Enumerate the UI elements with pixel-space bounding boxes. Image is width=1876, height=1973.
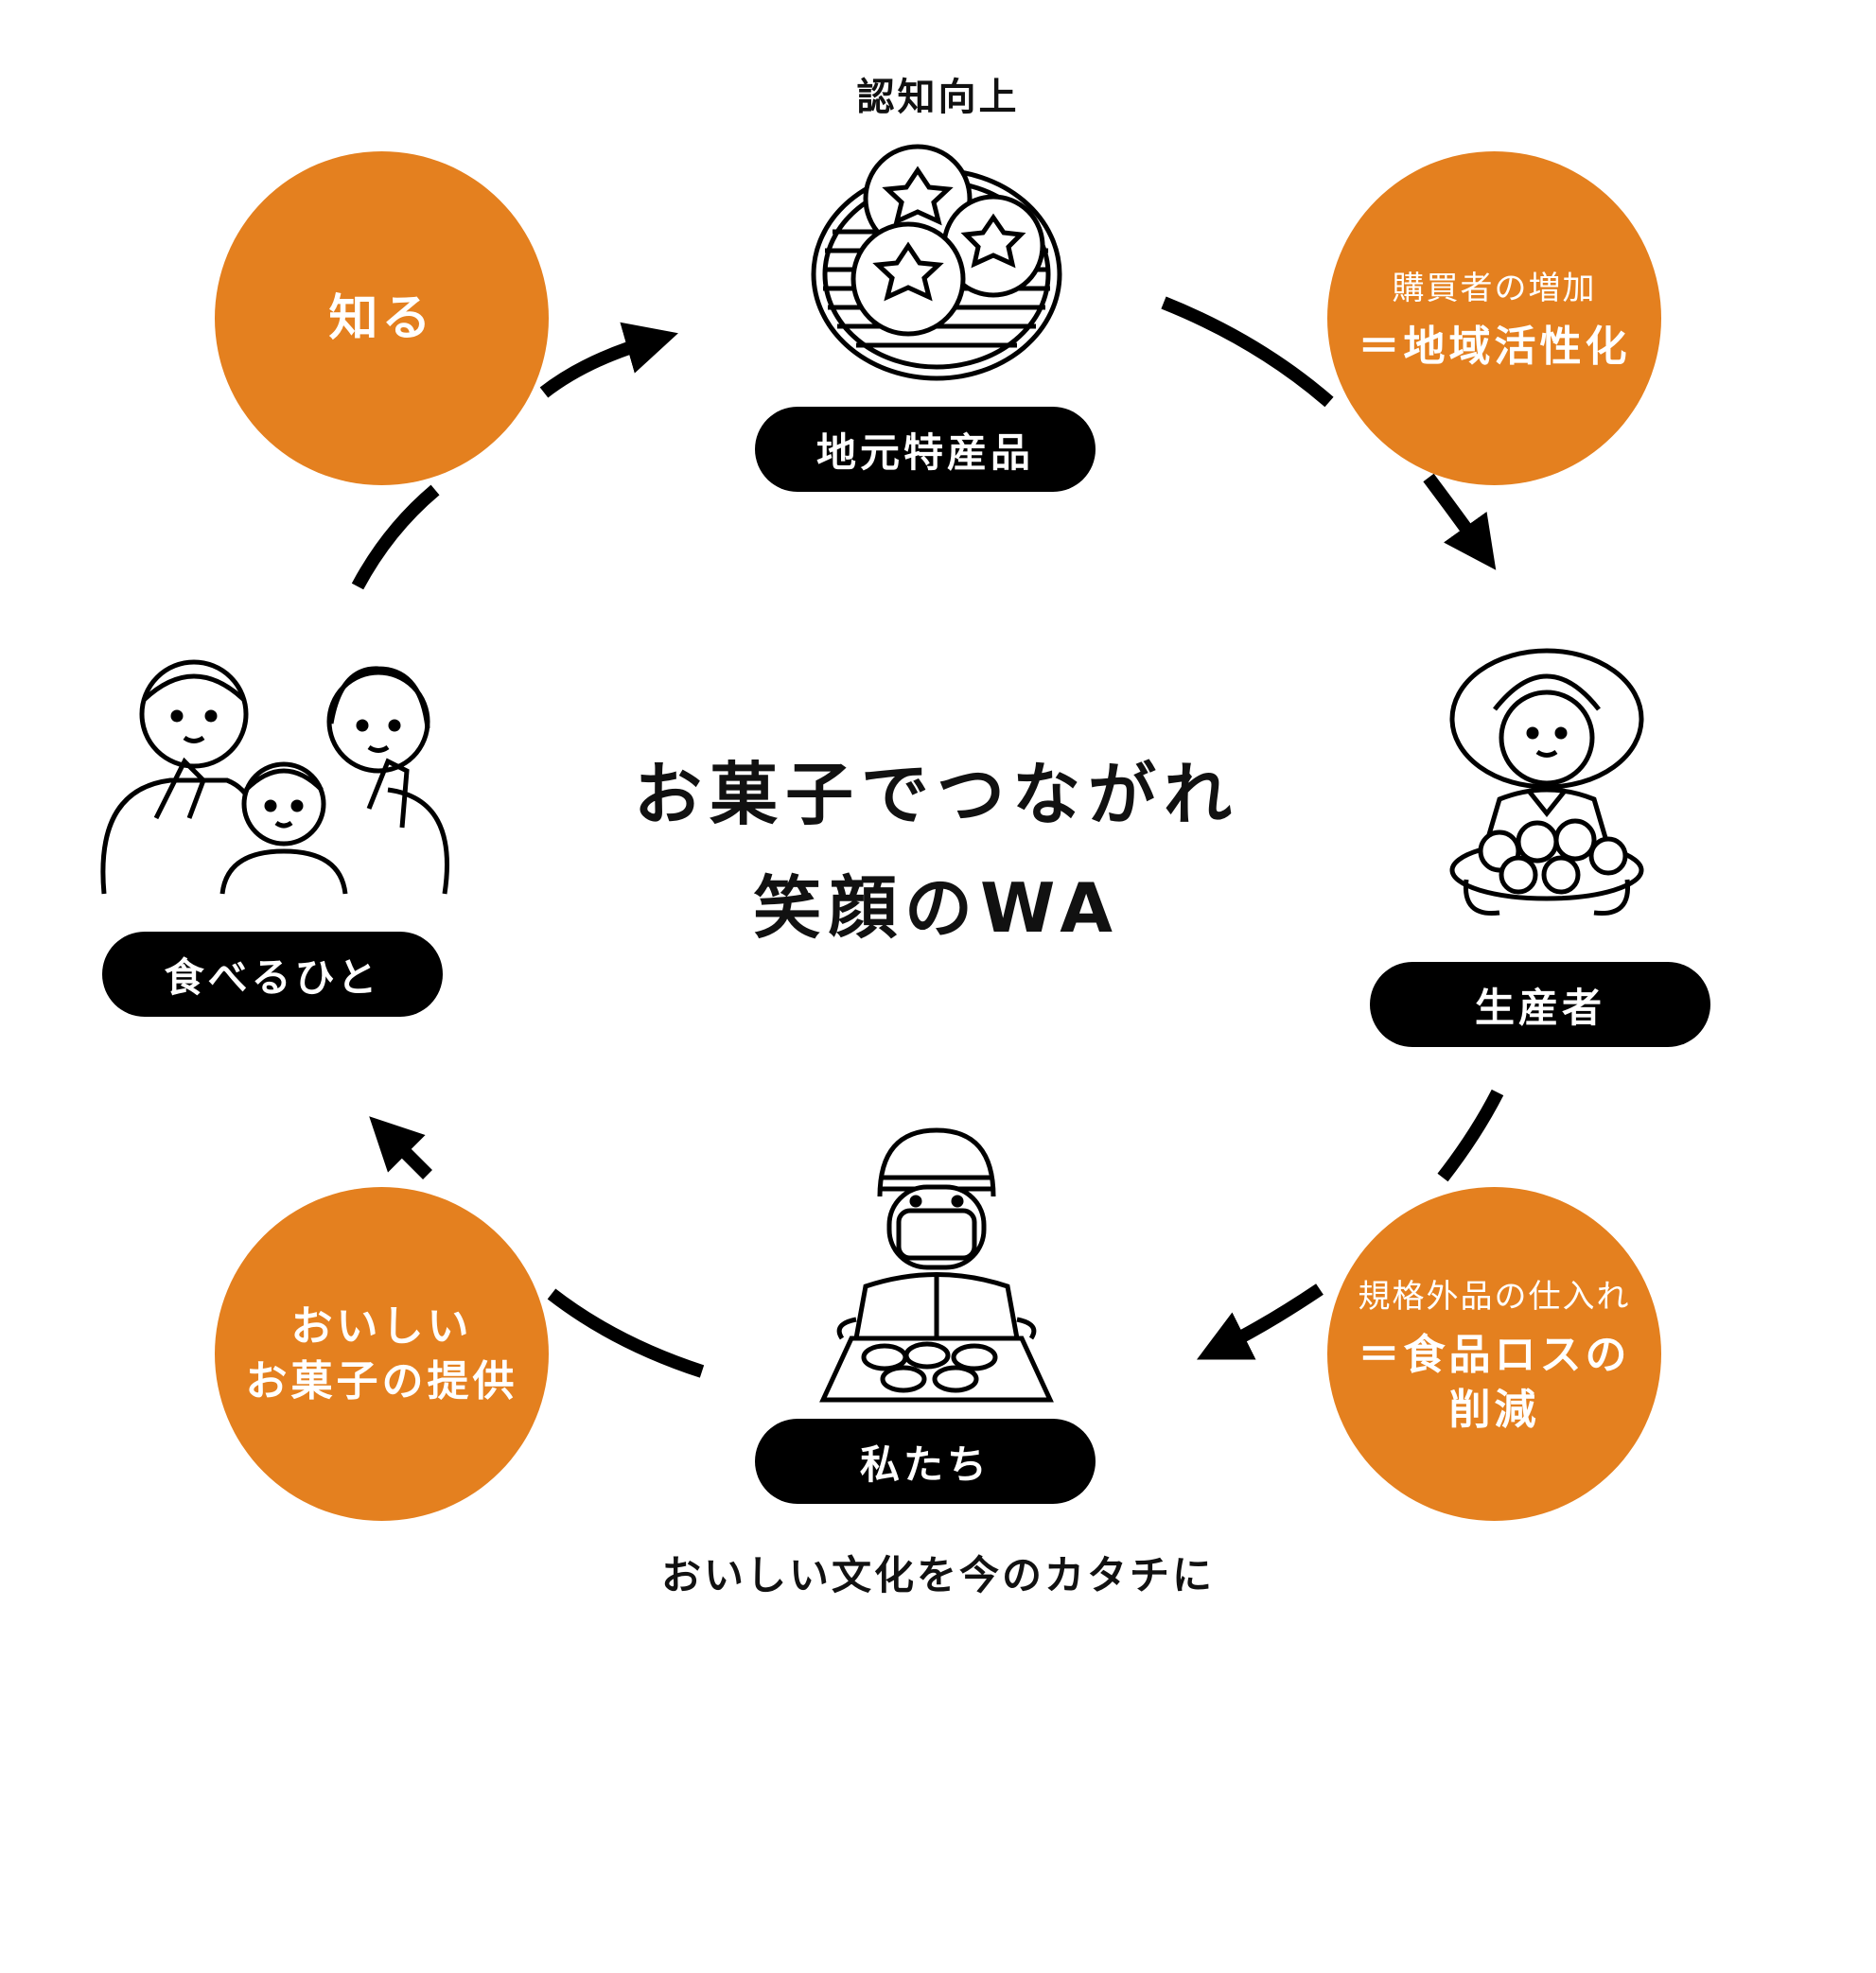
arrow-left-to-know bbox=[351, 484, 440, 590]
confectioner-icon bbox=[819, 1127, 1054, 1403]
node-left-label: 食べるひと bbox=[102, 932, 443, 1017]
arrow-know-to-top bbox=[539, 322, 678, 398]
loss-circle: 規格外品の仕入れ ＝食品ロスの 削減 bbox=[1327, 1187, 1661, 1521]
loss-circle-small: 規格外品の仕入れ bbox=[1358, 1278, 1631, 1316]
arrow-sweets-to-left bbox=[369, 1116, 432, 1179]
arrow-bottom-to-sweets bbox=[547, 1288, 705, 1378]
node-top-label: 地元特産品 bbox=[755, 407, 1096, 492]
persimmon-basket-icon bbox=[811, 144, 1062, 381]
arrow-loss-to-bottom bbox=[1196, 1283, 1324, 1360]
arrow-top-to-buyers bbox=[1161, 296, 1334, 408]
center-title-line1: お菓子でつながれ bbox=[633, 755, 1239, 834]
center-title: お菓子でつながれ 笑顔のWA bbox=[568, 738, 1306, 965]
arrow-buyers-to-right bbox=[1423, 473, 1497, 570]
buyers-circle-big: ＝地域活性化 bbox=[1358, 323, 1631, 371]
arrow-right-to-loss bbox=[1437, 1089, 1504, 1182]
farmer-icon bbox=[1449, 648, 1644, 917]
loss-circle-big-2: 削減 bbox=[1448, 1386, 1540, 1434]
sweets-circle-line2: お菓子の提供 bbox=[245, 1356, 518, 1406]
top-caption: 認知向上 bbox=[856, 76, 1020, 119]
family-icon bbox=[100, 659, 449, 895]
sweets-circle-line1: おいしい bbox=[290, 1301, 473, 1351]
node-bottom-label: 私たち bbox=[755, 1419, 1096, 1504]
node-right-label: 生産者 bbox=[1370, 962, 1710, 1047]
loss-circle-big-1: ＝食品ロスの bbox=[1358, 1331, 1631, 1379]
center-title-line2: 笑顔のWA bbox=[753, 868, 1120, 948]
bottom-caption: おいしい文化を今のカタチに bbox=[660, 1552, 1215, 1598]
buyers-circle: 購買者の増加 ＝地域活性化 bbox=[1327, 151, 1661, 485]
know-circle-text: 知る bbox=[328, 289, 435, 347]
sweets-circle: おいしい お菓子の提供 bbox=[215, 1187, 549, 1521]
buyers-circle-small: 購買者の増加 bbox=[1392, 270, 1597, 307]
know-circle: 知る bbox=[215, 151, 549, 485]
